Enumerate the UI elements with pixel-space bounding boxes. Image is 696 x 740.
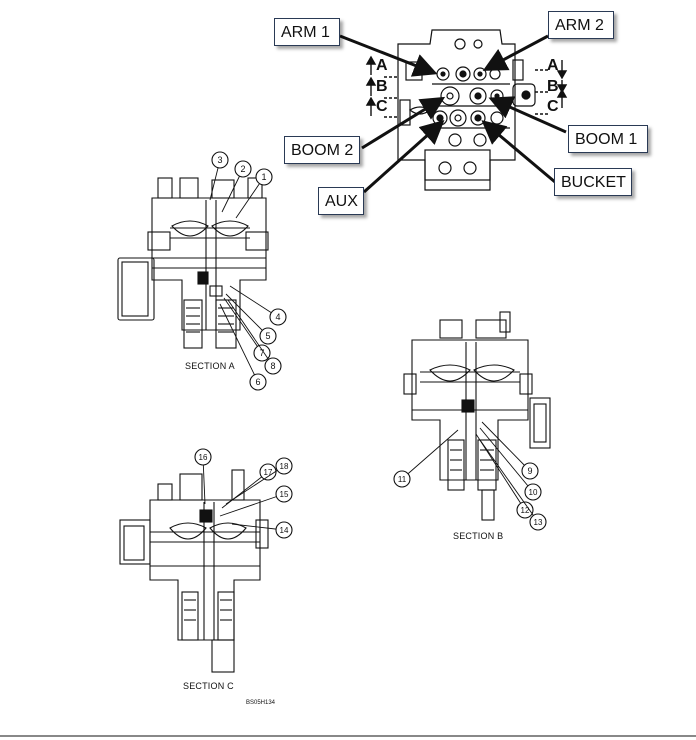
part-bubble-8 bbox=[264, 357, 282, 375]
part-bubble-6 bbox=[249, 373, 267, 391]
section-c-label: SECTION C bbox=[183, 681, 234, 691]
part-bubble-3 bbox=[211, 151, 229, 169]
section-c-drawing bbox=[119, 469, 269, 673]
part-number-8: 8 bbox=[270, 361, 275, 371]
callout-arm-1: ARM 1 bbox=[274, 18, 340, 46]
section-a-drawing bbox=[117, 177, 269, 349]
part-bubble-16 bbox=[194, 448, 212, 466]
part-leader-8 bbox=[227, 299, 274, 367]
part-number-2: 2 bbox=[240, 164, 245, 174]
callout-leaders bbox=[339, 34, 567, 194]
port-tag-left-c: C bbox=[376, 98, 388, 115]
part-bubble-11 bbox=[393, 470, 411, 488]
part-number-12: 12 bbox=[521, 506, 530, 515]
port-tag-right-c: C bbox=[547, 98, 559, 115]
part-number-6: 6 bbox=[255, 377, 260, 387]
callout-bucket: BUCKET bbox=[554, 168, 632, 196]
part-number-15: 15 bbox=[280, 490, 289, 499]
part-number-14: 14 bbox=[280, 526, 289, 535]
port-tag-left-a: A bbox=[376, 57, 388, 74]
part-number-5: 5 bbox=[265, 331, 270, 341]
part-leader-18 bbox=[225, 465, 285, 505]
port-tag-right-b: B bbox=[547, 78, 559, 95]
part-bubble-4 bbox=[269, 308, 287, 326]
part-bubble-2 bbox=[234, 160, 252, 178]
reference-code: BS05H134 bbox=[246, 700, 276, 706]
part-leader-14 bbox=[231, 523, 285, 531]
callout-boom-1: BOOM 1 bbox=[568, 125, 648, 153]
part-number-17: 17 bbox=[264, 468, 273, 477]
part-number-18: 18 bbox=[280, 462, 289, 471]
part-number-10: 10 bbox=[529, 488, 538, 497]
part-bubble-12 bbox=[516, 501, 534, 519]
part-number-11: 11 bbox=[398, 475, 407, 484]
part-bubble-13 bbox=[529, 513, 547, 531]
port-tag-right-a: A bbox=[547, 57, 559, 74]
part-leader-9 bbox=[481, 421, 531, 472]
part-leader-5 bbox=[225, 293, 269, 337]
callout-boom-2: BOOM 2 bbox=[284, 136, 360, 164]
part-bubble-15 bbox=[275, 485, 293, 503]
part-bubble-5 bbox=[259, 327, 277, 345]
port-arrows bbox=[365, 55, 568, 118]
part-number-3: 3 bbox=[217, 155, 222, 165]
part-leader-6 bbox=[219, 303, 259, 383]
section-b-label: SECTION B bbox=[453, 531, 504, 541]
callout-aux: AUX bbox=[318, 187, 364, 215]
section-a-label: SECTION A bbox=[185, 361, 235, 371]
part-leader-11 bbox=[401, 429, 459, 480]
part-bubble-1 bbox=[255, 168, 273, 186]
part-leader-15 bbox=[219, 493, 285, 517]
part-number-4: 4 bbox=[275, 312, 280, 322]
part-bubble-10 bbox=[524, 483, 542, 501]
part-number-13: 13 bbox=[534, 518, 543, 527]
part-leader-10 bbox=[479, 427, 534, 493]
bottom-rule bbox=[0, 735, 696, 737]
callout-arm-2: ARM 2 bbox=[548, 11, 614, 39]
part-bubble-17 bbox=[259, 463, 277, 481]
part-leader-7 bbox=[223, 297, 263, 354]
part-bubble-14 bbox=[275, 521, 293, 539]
part-number-7: 7 bbox=[259, 348, 264, 358]
section-b-drawing bbox=[403, 311, 551, 521]
part-leader-4 bbox=[229, 285, 279, 318]
part-bubble-7 bbox=[253, 344, 271, 362]
control-valve-top-view bbox=[397, 29, 536, 191]
part-number-9: 9 bbox=[527, 466, 532, 476]
part-bubble-18 bbox=[275, 457, 293, 475]
part-leader-13 bbox=[479, 439, 539, 523]
part-bubble-9 bbox=[521, 462, 539, 480]
part-number-1: 1 bbox=[261, 172, 266, 182]
part-number-16: 16 bbox=[199, 453, 208, 462]
port-tag-left-b: B bbox=[376, 78, 388, 95]
